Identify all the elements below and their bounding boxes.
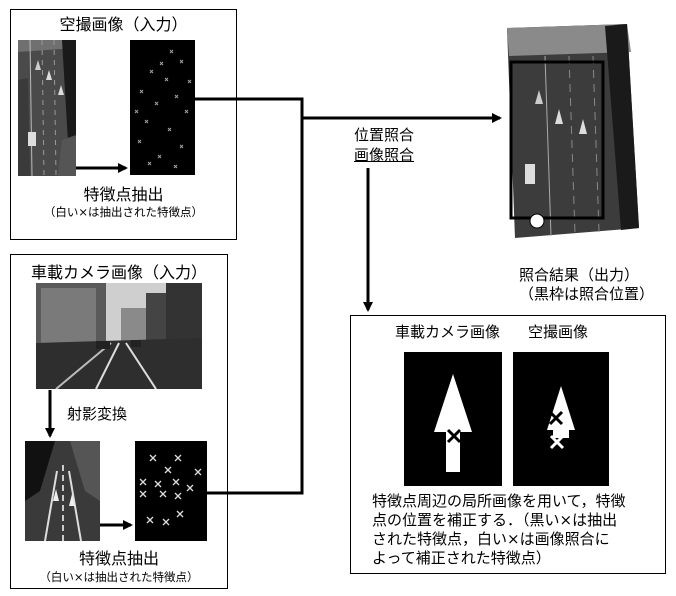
correction-panel [350,315,666,574]
vehicle-note: （白い×は抽出された特徴点） [39,570,199,584]
transform-label: 射影変換 [67,405,128,423]
output-line2: （黒枠は照合位置） [519,285,655,303]
aerial-feature-image [130,40,195,175]
vehicle-to-trunk-line [207,118,304,495]
correction-label-aerial: 空撮画像 [528,323,589,341]
position-matching-label: 位置照合 [354,126,415,144]
aerial-to-trunk-line [195,97,304,118]
correction-desc-line4: よって補正された特徴点） [372,549,551,567]
correction-label-vehicle: 車載カメラ画像 [395,323,501,341]
output-line1: 照合結果（出力） [519,266,640,284]
aerial-caption: 特徴点抽出 [83,185,164,204]
aerial-photo [18,40,76,176]
local-vehicle-patch [404,352,502,486]
vehicle-input-title: 車載カメラ画像（入力） [30,263,207,282]
aerial-note: （白い×は抽出された特徴点） [43,205,204,219]
vehicle-caption: 特徴点抽出 [78,549,159,568]
vehicle-feature-image [135,441,207,541]
correction-desc-line1: 特徴点周辺の局所画像を用いて，特徴 [372,492,626,510]
local-aerial-patch [513,352,609,486]
aerial-input-title: 空撮画像（入力） [59,15,188,34]
correction-desc-line3: された特徴点，白い×は画像照合に [372,530,610,548]
vehicle-street-photo [36,283,202,389]
projected-road-image [25,441,100,541]
correction-desc-line2: 点の位置を補正する．（黒い×は抽出 [372,511,618,529]
image-matching-label: 画像照合 [354,146,415,164]
matching-result-image [505,24,641,240]
